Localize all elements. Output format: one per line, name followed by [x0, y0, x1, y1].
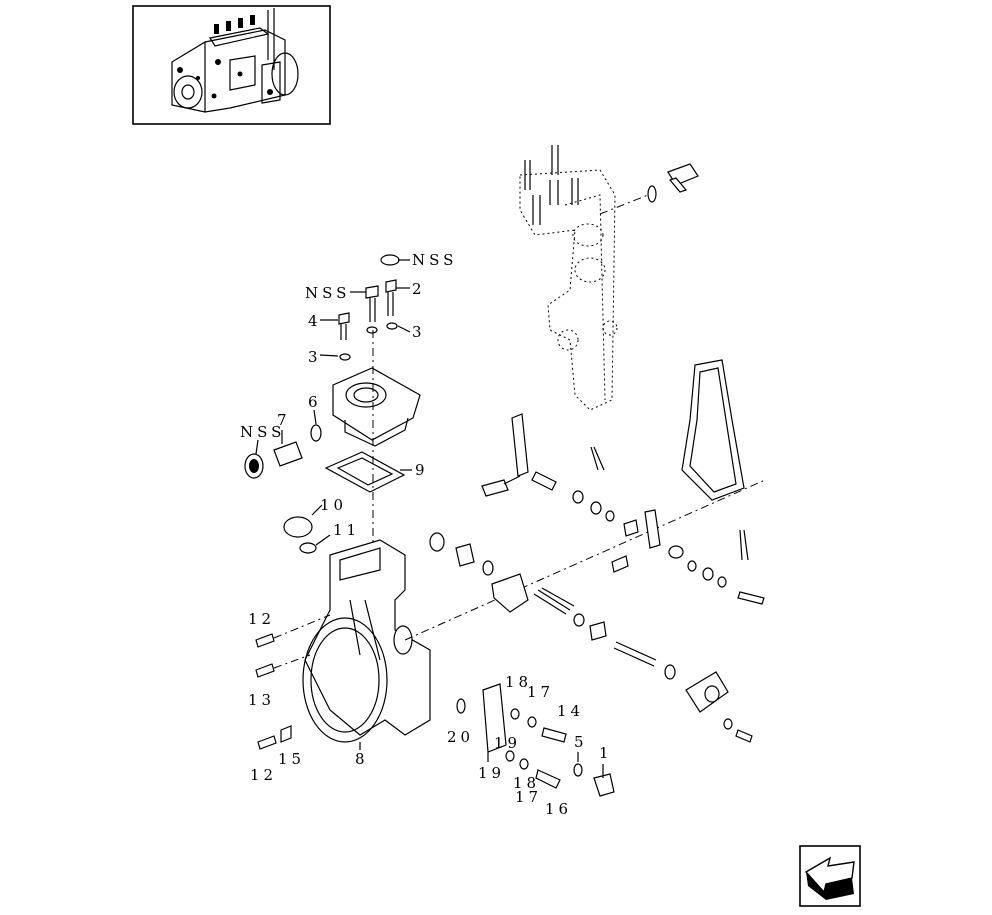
callout-5: 5 — [574, 733, 588, 751]
callout-18b: 18 — [513, 774, 540, 792]
main-axis — [404, 479, 766, 641]
callout-20: 20 — [447, 728, 474, 746]
banjo-bolt — [599, 163, 699, 215]
callout-8: 8 — [355, 750, 369, 768]
callout-1: 1 — [599, 744, 613, 762]
cover-gasket-9 — [324, 451, 406, 493]
callout-17a: 17 — [527, 683, 554, 701]
cover-gasket — [681, 359, 745, 501]
callout-15: 15 — [278, 750, 305, 768]
callout-labels: NSS NSS 2 4 3 3 6 7 NSS 9 10 11 12 13 8 … — [240, 251, 613, 818]
governor-housing — [283, 516, 431, 743]
leader-lines — [255, 259, 604, 778]
delivery-valve-springs — [524, 145, 579, 225]
housing-screws — [255, 614, 331, 750]
callout-12b: 12 — [250, 766, 277, 784]
pump-housing-outline — [519, 169, 618, 411]
callout-nss-b: NSS — [305, 284, 350, 302]
governor-cover — [332, 367, 421, 447]
governor-lever — [481, 413, 615, 522]
lower-bracket — [456, 683, 615, 797]
callout-19b: 19 — [494, 734, 521, 752]
callout-18a: 18 — [505, 673, 532, 691]
callout-3b: 3 — [308, 348, 322, 366]
callout-19a: 19 — [478, 764, 505, 782]
back-arrow-icon[interactable] — [799, 845, 861, 907]
callout-10: 10 — [320, 496, 347, 514]
callout-14: 14 — [557, 702, 584, 720]
callout-17b: 17 — [515, 788, 542, 806]
callout-13: 13 — [248, 691, 275, 709]
callout-16: 16 — [545, 800, 572, 818]
callout-4: 4 — [308, 312, 322, 330]
callout-7: 7 — [277, 411, 291, 429]
adjusting-screw-plug — [244, 424, 322, 479]
callout-6: 6 — [308, 393, 322, 411]
callout-9: 9 — [415, 461, 429, 479]
callout-nss-a: NSS — [412, 251, 457, 269]
callout-12a: 12 — [248, 610, 275, 628]
callout-2: 2 — [412, 280, 426, 298]
callout-nss-c: NSS — [240, 423, 285, 441]
callout-11: 11 — [333, 521, 360, 539]
stop-lever — [611, 509, 765, 605]
control-shaft — [429, 532, 753, 743]
injection-pump-thumbnail[interactable] — [132, 5, 331, 125]
callout-3a: 3 — [412, 323, 426, 341]
